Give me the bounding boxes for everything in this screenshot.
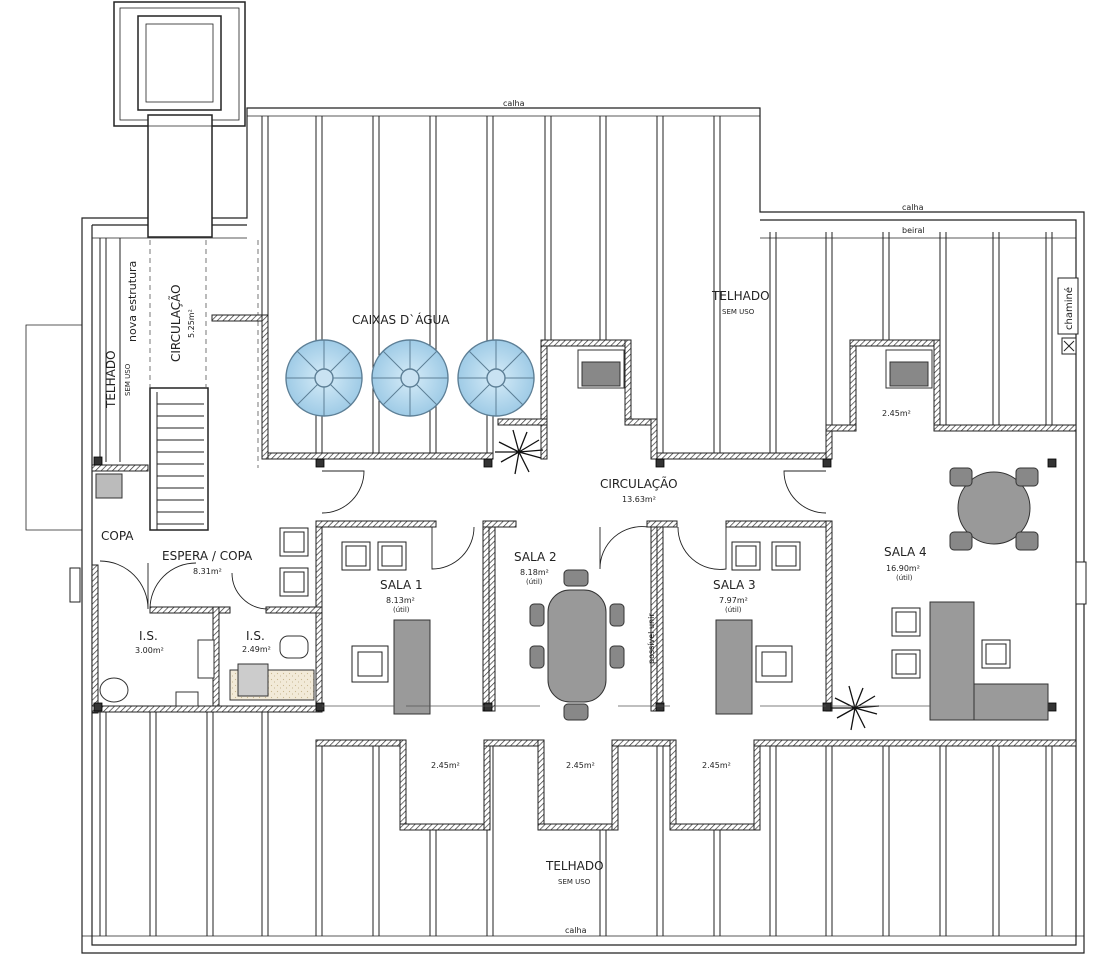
staircase — [149, 387, 209, 531]
door-swings — [99, 470, 827, 610]
copa-label: COPA — [101, 529, 134, 543]
plant-icon — [495, 429, 544, 475]
top-roof-note: SEM USO — [722, 308, 755, 316]
left-roof-note: SEM USO — [124, 363, 132, 396]
bottom-roof-note: SEM USO — [558, 878, 591, 886]
dormer-b2-area: 2.45m² — [566, 761, 595, 770]
round-table — [949, 467, 1039, 551]
is2-area: 2.49m² — [242, 645, 271, 654]
meeting-table — [529, 569, 625, 721]
beiral-label: beiral — [902, 226, 925, 235]
circulation-name: CIRCULAÇÃO — [600, 476, 678, 491]
sala3-area: 7.97m² — [719, 596, 748, 605]
fixtures — [95, 473, 315, 707]
sala3-name: SALA 3 — [713, 578, 756, 592]
roof-outline — [81, 107, 1085, 954]
desks — [393, 601, 1049, 721]
stair-annex-label: nova estrutura — [126, 261, 139, 342]
stair-circulation-dashes — [149, 240, 259, 468]
sala2-area: 8.18m² — [520, 568, 549, 577]
plants — [495, 429, 880, 731]
chimney — [1057, 277, 1079, 355]
plant-icon — [831, 685, 880, 731]
water-tank — [457, 339, 535, 417]
armchairs — [577, 349, 933, 389]
rafters-left — [99, 238, 121, 462]
sala2-note: (útil) — [526, 578, 543, 586]
right-calha-label: calha — [902, 203, 924, 212]
possivel-unir-label: possível unir — [647, 613, 656, 664]
is1-area: 3.00m² — [135, 646, 164, 655]
sala1-area: 8.13m² — [386, 596, 415, 605]
sala3-note: (útil) — [725, 606, 742, 614]
sala4-name: SALA 4 — [884, 545, 927, 559]
bottom-roof-title: TELHADO — [545, 859, 604, 873]
is1-name: I.S. — [139, 629, 158, 643]
top-roof-title: TELHADO — [711, 289, 770, 303]
dormer-b1-area: 2.45m² — [431, 761, 460, 770]
stair-circulation-area: 5.25m² — [187, 309, 196, 338]
stair-tower — [113, 1, 246, 238]
rafters-bottom — [99, 712, 1053, 936]
posts — [93, 456, 1057, 712]
sala4-note: (útil) — [896, 574, 913, 582]
top-calha-label: calha — [503, 99, 525, 108]
chimney-label: chaminé — [1063, 287, 1075, 330]
windows — [69, 561, 1087, 605]
water-tank — [371, 339, 449, 417]
outside-box — [25, 324, 82, 531]
chairs — [279, 527, 1011, 683]
dormer-top-right-area: 2.45m² — [882, 409, 911, 418]
sala4-area: 16.90m² — [886, 564, 920, 573]
espera-area: 8.31m² — [193, 567, 222, 576]
sala1-name: SALA 1 — [380, 578, 423, 592]
left-roof-title: TELHADO — [104, 350, 118, 409]
espera-name: ESPERA / COPA — [162, 549, 253, 563]
water-tank — [285, 339, 363, 417]
dormer-b3-area: 2.45m² — [702, 761, 731, 770]
sala1-note: (útil) — [393, 606, 410, 614]
water-tanks-label: CAIXAS D`ÁGUA — [352, 312, 450, 327]
circulation-area: 13.63m² — [622, 495, 656, 504]
sala2-name: SALA 2 — [514, 550, 557, 564]
stair-circulation-name: CIRCULAÇÃO — [168, 284, 183, 362]
bottom-calha-label: calha — [565, 926, 587, 935]
water-tanks — [285, 339, 535, 417]
is2-name: I.S. — [246, 629, 265, 643]
